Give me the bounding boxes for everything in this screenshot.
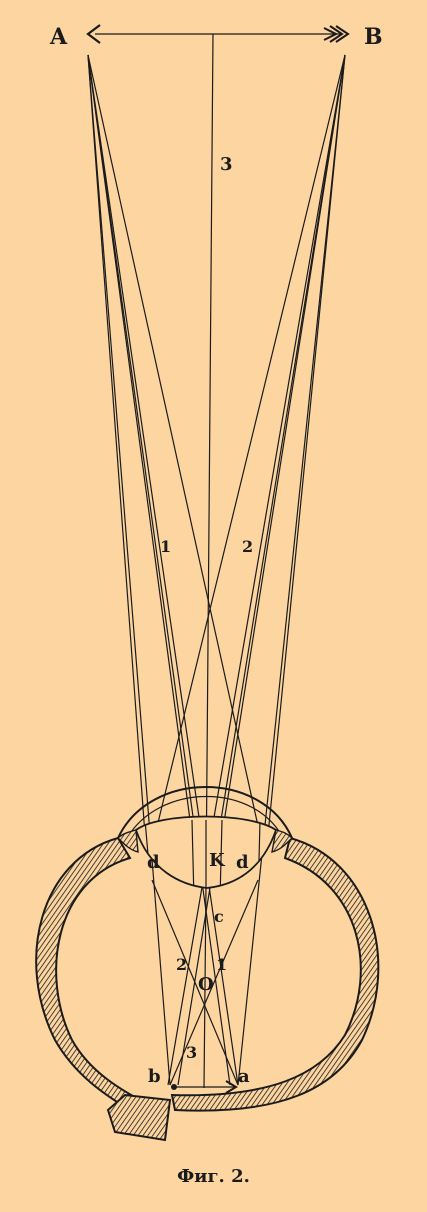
label-a: A — [49, 24, 68, 50]
label-inner-3: 3 — [186, 1043, 197, 1062]
object-arrow — [88, 25, 348, 43]
rays-from-b — [155, 55, 345, 1085]
figure-caption: Фиг. 2. — [0, 1166, 427, 1187]
label-o: O — [198, 974, 214, 995]
label-b: B — [364, 24, 383, 50]
label-lens-center: K — [209, 850, 226, 871]
label-inner-1: 1 — [216, 955, 227, 974]
rays-from-a — [88, 55, 260, 1085]
label-ray-3: 3 — [220, 154, 233, 175]
label-lens-right: d — [236, 852, 249, 873]
label-lens-left: d — [147, 852, 160, 873]
label-c: c — [214, 907, 224, 926]
label-retina-b: b — [148, 1066, 161, 1087]
label-ray-1: 1 — [160, 537, 171, 556]
label-retina-a: a — [238, 1066, 250, 1087]
label-ray-2: 2 — [242, 537, 253, 556]
label-inner-2: 2 — [176, 955, 187, 974]
